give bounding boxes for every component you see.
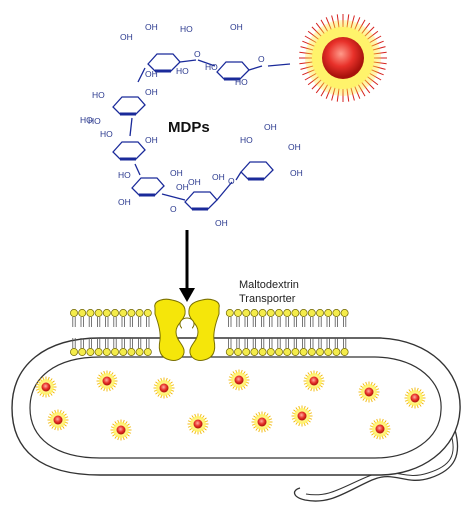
- hydroxyl-label: HO: [88, 116, 101, 126]
- hydroxyl-label: OH: [230, 22, 243, 32]
- probe-dot: [251, 411, 273, 433]
- maltodextrin-transporter: [154, 298, 220, 361]
- sugar-ring-3: [112, 96, 146, 115]
- probe-dot: [187, 413, 209, 435]
- down-arrow-icon: [179, 230, 195, 302]
- hydroxyl-label: O: [194, 49, 201, 59]
- hydroxyl-label: HO: [205, 62, 218, 72]
- hydroxyl-label: OH: [145, 135, 158, 145]
- hydroxyl-label: OH: [215, 218, 228, 228]
- flagellum: [293, 429, 459, 502]
- sugar-ring-5: [131, 177, 165, 196]
- hydroxyl-label: OH: [264, 122, 277, 132]
- hydroxyl-label: HO: [80, 115, 93, 125]
- probe-dot: [110, 419, 132, 441]
- hydroxyl-label: OH: [145, 22, 158, 32]
- hydroxyl-label: HO: [118, 170, 131, 180]
- probe-dot: [228, 369, 250, 391]
- glowing-nanoparticle-icon: [299, 14, 387, 102]
- hydroxyl-label: HO: [235, 77, 248, 87]
- probe-dot: [358, 381, 380, 403]
- hydroxyl-label: HO: [100, 129, 113, 139]
- hydroxyl-label: OH: [188, 177, 201, 187]
- hydroxyl-label: OH: [212, 172, 225, 182]
- hydroxyl-label: OH: [290, 168, 303, 178]
- transporter-label-line1: Maltodextrin: [239, 279, 299, 291]
- lipid-bilayer: [70, 309, 349, 356]
- transporter-label-line2: Transporter: [239, 293, 296, 305]
- internalized-probes: [35, 369, 426, 441]
- hydroxyl-label: OH: [288, 142, 301, 152]
- probe-dot: [303, 370, 325, 392]
- sugar-ring-6: [184, 191, 218, 210]
- probe-dot: [96, 370, 118, 392]
- probe-dot: [369, 418, 391, 440]
- hydroxyl-label: OH: [145, 87, 158, 97]
- hydroxyl-label: OH: [176, 182, 189, 192]
- hydroxyl-label: OH: [120, 32, 133, 42]
- hydroxyl-label: O: [258, 54, 265, 64]
- sugar-ring-7: [240, 161, 274, 180]
- bacterial-cell: [11, 337, 461, 502]
- probe-dot: [291, 405, 313, 427]
- mdp-structure: [112, 53, 291, 211]
- hydroxyl-label: HO: [176, 66, 189, 76]
- hydroxyl-label: O: [228, 176, 235, 186]
- hydroxyl-label: OH: [118, 197, 131, 207]
- sugar-ring-4: [112, 141, 146, 160]
- hydroxyl-label: OH: [170, 168, 183, 178]
- probe-dot: [47, 409, 69, 431]
- hydroxyl-label: HO: [240, 135, 253, 145]
- probe-dot: [35, 376, 57, 398]
- probe-dot: [404, 387, 426, 409]
- hydroxyl-label: HO: [180, 24, 193, 34]
- cell-wall-inner: [29, 356, 442, 459]
- probe-dot: [153, 377, 175, 399]
- mdps-label: MDPs: [168, 119, 210, 136]
- hydroxyl-label: O: [170, 204, 177, 214]
- hydroxyl-label: HO: [92, 90, 105, 100]
- hydroxyl-label: OH: [145, 69, 158, 79]
